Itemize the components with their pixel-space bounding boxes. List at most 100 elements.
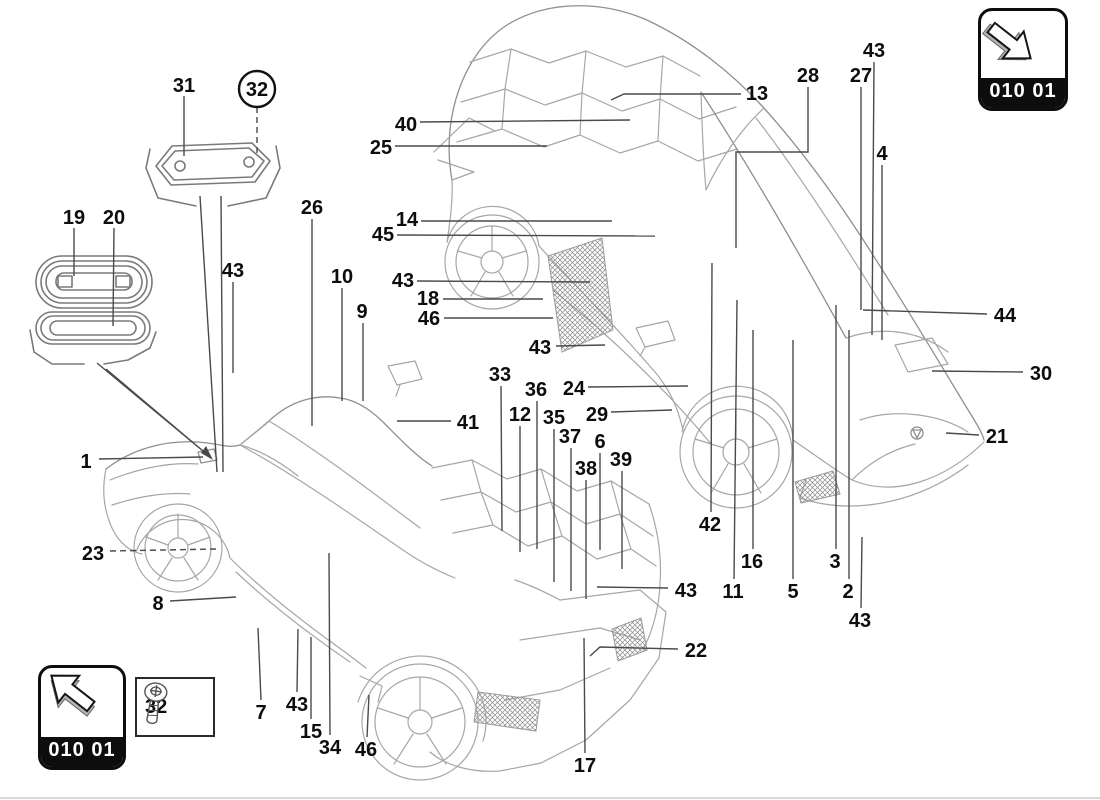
leader-line (296, 628, 299, 693)
leader-arrowhead (201, 446, 213, 460)
arrow-down-right-icon (981, 11, 1065, 78)
front-plate-target (197, 448, 218, 464)
part-number-callout[interactable]: 11 (722, 581, 743, 603)
rear-deck-panels (431, 459, 657, 567)
group-code-label: 010 01 (981, 78, 1065, 108)
part-number-callout[interactable]: 24 (563, 378, 586, 400)
leader-line (610, 93, 741, 101)
part-number-callout[interactable]: 10 (331, 266, 353, 288)
side-intake-mesh (547, 237, 614, 353)
engine-deck-panels (456, 48, 738, 162)
part-number-callout[interactable]: 8 (152, 593, 163, 615)
part-number-callout[interactable]: 25 (370, 137, 392, 159)
door-mirror (635, 320, 676, 357)
part-number-callout[interactable]: 43 (529, 337, 551, 359)
part-number-callout[interactable]: 29 (586, 404, 608, 426)
part-number-callout[interactable]: 12 (509, 404, 531, 426)
part-number-callout[interactable]: 38 (575, 458, 597, 480)
group-badge-bottom-left: 010 01 (38, 665, 126, 770)
part-number-callout[interactable]: 13 (746, 83, 768, 105)
part-number-callout[interactable]: 42 (699, 514, 721, 536)
bottom-car-front-wheel (133, 503, 223, 593)
group-badge-top-right: 010 01 (978, 8, 1068, 111)
leader-line (583, 637, 586, 754)
part-number-callout[interactable]: 32 (246, 79, 268, 101)
part-number-callout[interactable]: 46 (355, 739, 377, 761)
part-number-callout[interactable]: 7 (255, 702, 266, 724)
leader-line (610, 409, 673, 413)
part-number-callout[interactable]: 45 (372, 224, 394, 246)
part-number-callout[interactable]: 20 (103, 207, 125, 229)
car-bottom-wireframe (103, 360, 667, 781)
rear-wing (433, 117, 496, 181)
part-number-callout[interactable]: 4 (876, 143, 888, 165)
front-emblem (910, 426, 924, 440)
rear-bumper-mesh-left (473, 691, 541, 732)
circled-part-number (237, 69, 277, 109)
part-number-callout[interactable]: 33 (489, 364, 511, 386)
part-number-callout[interactable]: 28 (797, 65, 819, 87)
leader-line (98, 456, 204, 460)
part-number-callout[interactable]: 37 (559, 426, 581, 448)
part-number-callout[interactable]: 36 (525, 379, 547, 401)
leader-line (860, 536, 863, 609)
leader-line (419, 119, 631, 123)
part-number-callout[interactable]: 16 (741, 551, 763, 573)
part-number-callout[interactable]: 21 (986, 426, 1008, 448)
part-number-callout[interactable]: 44 (994, 305, 1017, 327)
group-code-label: 010 01 (41, 737, 123, 767)
part-number-callout[interactable]: 19 (63, 207, 85, 229)
part-number-callout[interactable]: 41 (457, 412, 479, 434)
part-number-callout[interactable]: 35 (543, 407, 565, 429)
part-number-callout[interactable]: 34 (319, 737, 342, 759)
part-number-callout[interactable]: 43 (392, 270, 414, 292)
leader-line (862, 309, 988, 315)
part-number-callout[interactable]: 2 (842, 581, 853, 603)
part-number-callout[interactable]: 43 (286, 694, 308, 716)
part-number-callout[interactable]: 27 (850, 65, 872, 87)
leader-line (555, 344, 606, 347)
part-number-callout[interactable]: 3 (829, 551, 840, 573)
page-edge-line (0, 797, 1100, 799)
leader-line (416, 280, 591, 283)
leader-line (257, 627, 262, 701)
screw-icon (144, 682, 168, 725)
part-number-callout[interactable]: 17 (574, 755, 596, 777)
part-number-callout[interactable]: 15 (300, 721, 322, 743)
part-number-callout[interactable]: 26 (301, 197, 323, 219)
car-top-wireframe (433, 5, 985, 509)
part-number-callout[interactable]: 23 (82, 543, 104, 565)
leader-line (112, 227, 115, 327)
rear-bumper-mesh-right (611, 617, 648, 662)
part-number-callout[interactable]: 14 (396, 209, 419, 231)
part-number-callout[interactable]: 40 (395, 114, 417, 136)
part-number-callout[interactable]: 30 (1030, 363, 1052, 385)
headlight (894, 337, 949, 373)
part-number-callout[interactable]: 43 (849, 610, 871, 632)
part-number-callout[interactable]: 43 (675, 580, 697, 602)
part-number-callout[interactable]: 31 (173, 75, 195, 97)
bottom-car-rear-wheel (361, 663, 479, 781)
leader-line (109, 548, 217, 552)
leader-line (587, 385, 689, 388)
part-number-callout[interactable]: 43 (863, 40, 885, 62)
part-number-callout[interactable]: 46 (418, 308, 440, 330)
leader-line (945, 432, 980, 436)
leader-line (871, 61, 875, 336)
part-number-callout[interactable]: 43 (222, 260, 244, 282)
leader-line (733, 299, 738, 580)
front-bumper-mesh (794, 470, 841, 504)
part-number-callout[interactable]: 9 (356, 301, 367, 323)
part-number-callout[interactable]: 18 (417, 288, 439, 310)
part-number-callout[interactable]: 6 (594, 431, 605, 453)
part-number-callout[interactable]: 1 (80, 451, 91, 473)
leader-line (396, 234, 656, 237)
part-number-callout[interactable]: 39 (610, 449, 632, 471)
leader-line (366, 694, 370, 738)
part-number-callout[interactable]: 22 (685, 640, 707, 662)
leader-line (931, 370, 1024, 373)
part-number-callout[interactable]: 5 (787, 581, 798, 603)
